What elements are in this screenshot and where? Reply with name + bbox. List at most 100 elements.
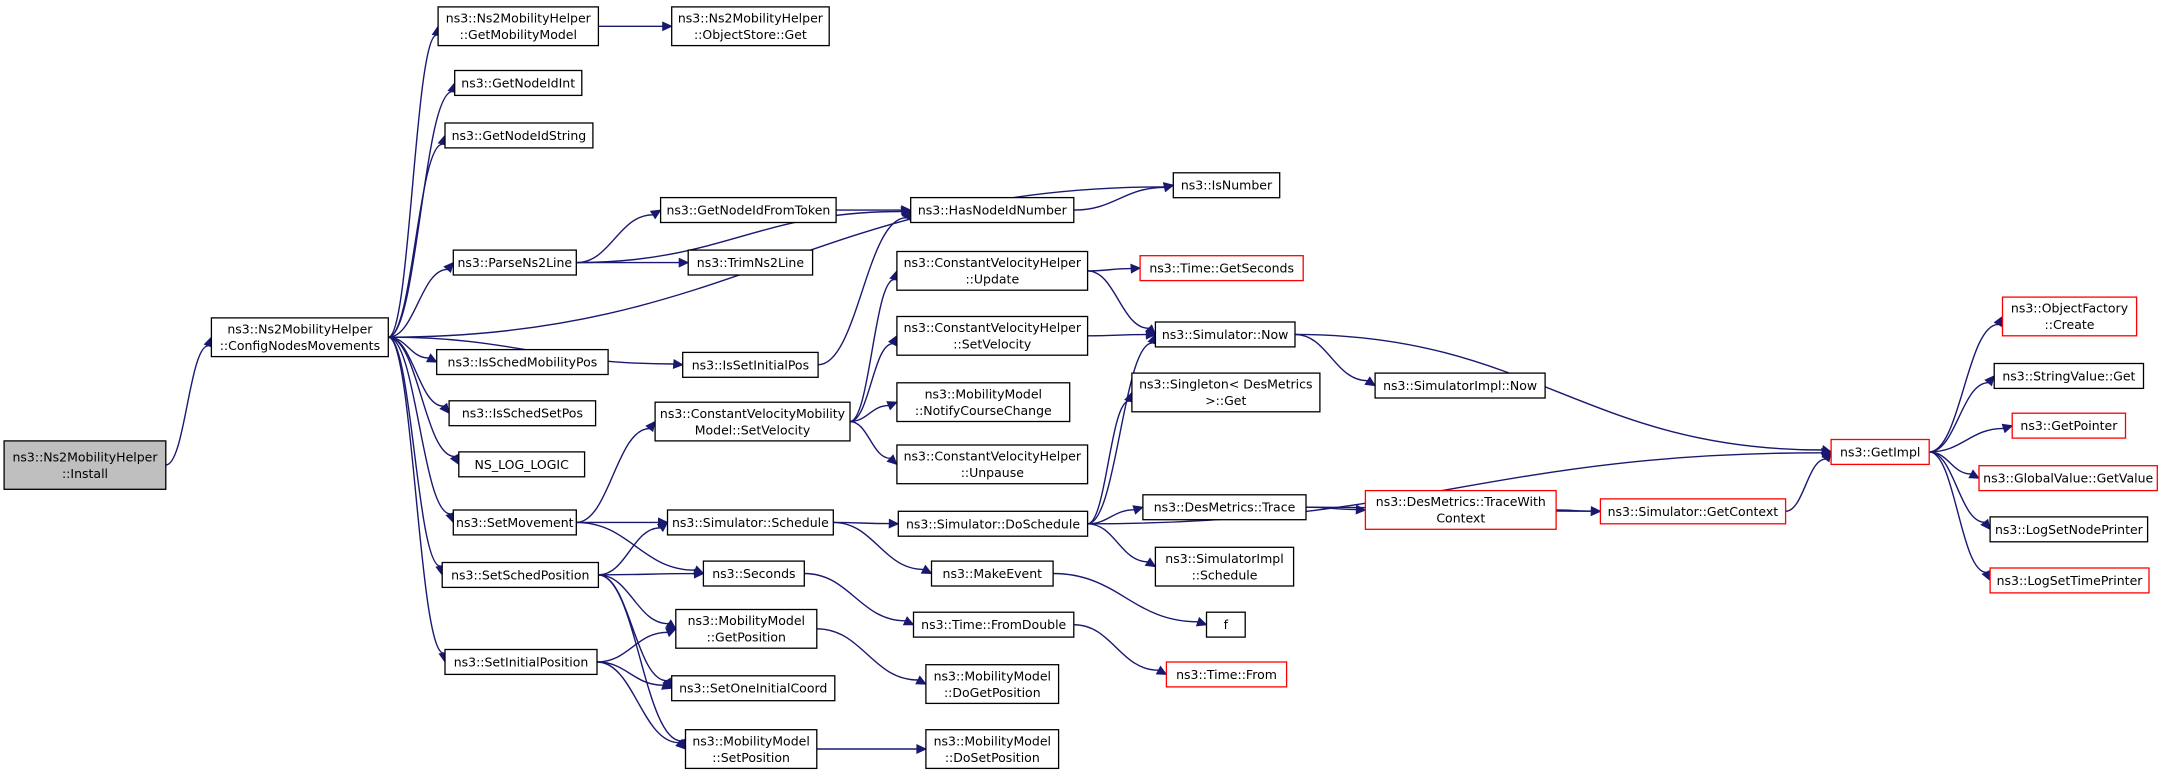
node-mmgetposition[interactable]: ns3::MobilityModel::GetPosition [675, 608, 818, 649]
node-singletonget[interactable]: ns3::Singleton< DesMetrics>::Get [1131, 372, 1321, 413]
node-simdoschedule[interactable]: ns3::Simulator::DoSchedule [897, 510, 1089, 537]
node-mmdogetposition[interactable]: ns3::MobilityModel::DoGetPosition [925, 664, 1060, 705]
arrowhead-icon [1821, 450, 1832, 463]
node-hasnodeidnumber[interactable]: ns3::HasNodeIdNumber [910, 196, 1075, 224]
node-logtimeprinter[interactable]: ns3::LogSetTimePrinter [1989, 567, 2150, 594]
edge-line [387, 34, 438, 338]
node-getpointer[interactable]: ns3::GetPointer [2011, 412, 2127, 439]
edge-getmobilitymodel-to-objectstoreget [598, 21, 673, 32]
node-timefrom[interactable]: ns3::Time::From [1165, 661, 1288, 688]
node-f[interactable]: f [1205, 611, 1246, 638]
node-mmnotify[interactable]: ns3::MobilityModel::NotifyCourseChange [896, 382, 1071, 423]
node-label: ns3::GetNodeIdString [452, 128, 587, 143]
node-label: ns3::LogSetNodePrinter [1995, 522, 2144, 537]
arrowhead-icon [665, 627, 677, 638]
node-box [2001, 296, 2138, 337]
edge-line [1556, 509, 1592, 512]
node-label: f [1224, 617, 1229, 632]
node-box [666, 509, 834, 536]
node-seconds[interactable]: ns3::Seconds [702, 560, 805, 587]
edge-line [165, 345, 209, 466]
node-mmdosetposition[interactable]: ns3::MobilityModel::DoSetPosition [925, 729, 1060, 770]
node-label: ::Schedule [1192, 567, 1258, 582]
node-cvhupdate[interactable]: ns3::ConstantVelocityHelper::Update [896, 250, 1089, 291]
node-timefromdouble[interactable]: ns3::Time::FromDouble [912, 611, 1075, 638]
node-makeevent[interactable]: ns3::MakeEvent [930, 560, 1054, 587]
node-label: ::Install [62, 466, 108, 481]
node-label: ns3::GetPointer [2020, 418, 2118, 433]
edge-line [388, 336, 441, 567]
edge-cvhsetvelocity-to-simnow [1087, 329, 1157, 340]
node-box [671, 6, 830, 47]
arrowhead-icon [1132, 505, 1145, 515]
node-mmsetposition[interactable]: ns3::MobilityModel::SetPosition [684, 729, 818, 770]
node-isnumber[interactable]: ns3::IsNumber [1172, 172, 1281, 199]
node-issetinitialpos[interactable]: ns3::IsSetInitialPos [682, 351, 819, 378]
node-label: ns3::Simulator::GetContext [1608, 504, 1779, 519]
node-confignodes[interactable]: ns3::Ns2MobilityHelper::ConfigNodesMovem… [210, 317, 389, 358]
node-stringvalueget[interactable]: ns3::StringValue::Get [1993, 362, 2145, 390]
node-simimplnow[interactable]: ns3::SimulatorImpl::Now [1374, 372, 1546, 399]
edge-setschedposition-to-simschedule [598, 521, 669, 576]
node-getnodeidstring[interactable]: ns3::GetNodeIdString [444, 122, 594, 149]
node-isschedmobilitypos[interactable]: ns3::IsSchedMobilityPos [436, 348, 609, 376]
node-box [210, 317, 389, 358]
edge-line [598, 574, 682, 742]
node-isschedsetpos[interactable]: ns3::IsSchedSetPos [448, 400, 597, 427]
node-setoneinitialcoord[interactable]: ns3::SetOneInitialCoord [671, 675, 836, 702]
node-label: ns3::Simulator::DoSchedule [906, 516, 1080, 531]
arrowhead-icon [1145, 329, 1157, 340]
node-box [702, 560, 805, 587]
node-setinitialposition[interactable]: ns3::SetInitialPosition [444, 648, 598, 676]
node-objectfactorycreate[interactable]: ns3::ObjectFactory::Create [2001, 296, 2138, 337]
node-getimpl[interactable]: ns3::GetImpl [1830, 438, 1930, 466]
node-getnodeidfromtoken[interactable]: ns3::GetNodeIdFromToken [659, 196, 837, 224]
node-simschedule[interactable]: ns3::Simulator::Schedule [666, 509, 834, 536]
node-getnodeidint[interactable]: ns3::GetNodeIdInt [454, 69, 583, 97]
node-trimns2line[interactable]: ns3::TrimNs2Line [687, 249, 814, 276]
node-install[interactable]: ns3::Ns2MobilityHelper::Install [3, 440, 167, 490]
edge-hasnodeidnumber-to-isnumber [1073, 182, 1175, 211]
arrowhead-icon [1130, 263, 1142, 274]
node-lognodeprinter[interactable]: ns3::LogSetNodePrinter [1989, 516, 2149, 543]
node-desmetricstrace[interactable]: ns3::DesMetrics::Trace [1142, 494, 1307, 521]
node-label: ns3::IsSchedMobilityPos [448, 355, 598, 370]
node-box [1154, 321, 1296, 348]
node-label: ns3::Simulator::Now [1162, 327, 1289, 342]
node-globalvaluegetvalue[interactable]: ns3::GlobalValue::GetValue [1978, 465, 2158, 492]
node-cvhsetvelocity[interactable]: ns3::ConstantVelocityHelper::SetVelocity [896, 315, 1089, 356]
edge-line [1929, 427, 2004, 453]
edge-line [1294, 333, 1368, 382]
node-box [1131, 372, 1321, 413]
arrowhead-icon [675, 738, 687, 750]
node-cvmmsetvelocity[interactable]: ns3::ConstantVelocityMobilityModel::SetV… [654, 401, 851, 442]
node-box [1165, 661, 1288, 688]
arrowhead-icon [1364, 376, 1377, 387]
arrowhead-icon [920, 564, 933, 575]
edge-line [816, 628, 918, 681]
node-objectstoreget[interactable]: ns3::Ns2MobilityHelper::ObjectStore::Get [671, 6, 830, 47]
node-parsens2line[interactable]: ns3::ParseNs2Line [452, 249, 577, 276]
node-simnow[interactable]: ns3::Simulator::Now [1154, 321, 1296, 348]
node-box [684, 729, 818, 770]
node-label: ::SetVelocity [953, 337, 1032, 352]
node-nsloglogic[interactable]: NS_LOG_LOGIC [458, 451, 586, 478]
node-label: ns3::ConstantVelocityMobility [660, 406, 846, 421]
node-getmobilitymodel[interactable]: ns3::Ns2MobilityHelper::GetMobilityModel [437, 6, 600, 47]
node-label: ::GetPosition [707, 630, 786, 645]
edge-simschedule-to-makeevent [833, 521, 933, 575]
node-cvhunpause[interactable]: ns3::ConstantVelocityHelper::Unpause [896, 444, 1089, 485]
node-box [1364, 489, 1557, 530]
node-setmovement[interactable]: ns3::SetMovement [452, 509, 577, 536]
node-box [441, 561, 600, 589]
node-simimplschedule[interactable]: ns3::SimulatorImpl::Schedule [1154, 546, 1295, 587]
arrowhead-icon [693, 568, 705, 579]
node-box [452, 249, 577, 276]
node-timegetseconds[interactable]: ns3::Time::GetSeconds [1139, 255, 1304, 282]
node-label: ns3::ObjectFactory [2011, 301, 2129, 316]
edge-setinitialposition-to-mmgetposition [596, 627, 677, 663]
node-simgetcontext[interactable]: ns3::Simulator::GetContext [1599, 498, 1787, 525]
node-setschedposition[interactable]: ns3::SetSchedPosition [441, 561, 600, 589]
